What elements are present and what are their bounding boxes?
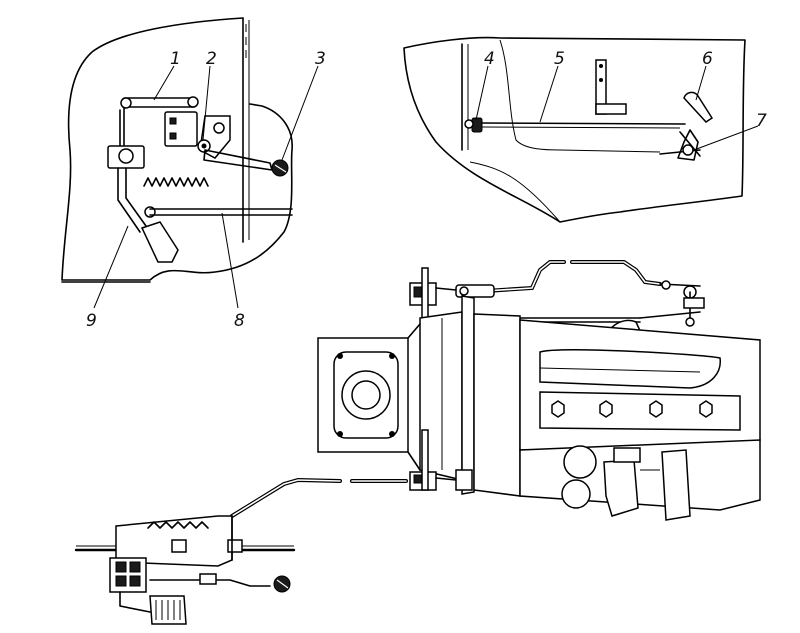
lower-transfer-rod bbox=[230, 477, 408, 518]
linkage-rod bbox=[481, 122, 686, 125]
cab-linkage-view bbox=[403, 36, 759, 223]
callout-2: 2 bbox=[206, 49, 217, 69]
callout-1: 1 bbox=[170, 49, 181, 69]
leader-3 bbox=[281, 65, 319, 161]
throttle-rod-upper bbox=[203, 149, 289, 177]
callout-5: 5 bbox=[554, 49, 565, 69]
cab-pedal-view bbox=[61, 17, 319, 309]
accelerator-pedal bbox=[107, 145, 179, 263]
engine-linkage-view bbox=[74, 260, 761, 625]
upper-lever bbox=[119, 96, 199, 151]
hand-throttle-lever bbox=[683, 91, 714, 123]
frame-bracket-bottom bbox=[409, 429, 473, 491]
callout-labels: 1 2 3 4 5 6 7 8 9 bbox=[86, 49, 767, 331]
wall-bracket bbox=[595, 59, 627, 115]
engine-block bbox=[473, 313, 761, 521]
accelerator-rod bbox=[149, 208, 293, 216]
gearbox-housing bbox=[317, 323, 421, 471]
callout-9: 9 bbox=[86, 311, 97, 331]
linkage-pivot bbox=[659, 129, 701, 161]
callout-8: 8 bbox=[234, 311, 245, 331]
callout-7: 7 bbox=[756, 111, 767, 131]
leader-7 bbox=[693, 125, 759, 151]
cab-linkage-panel-edge bbox=[499, 39, 661, 153]
callout-6: 6 bbox=[702, 49, 713, 69]
callout-4: 4 bbox=[484, 49, 495, 69]
cab-linkage-outline bbox=[403, 36, 746, 223]
leader-2 bbox=[202, 65, 211, 141]
leader-4 bbox=[475, 65, 489, 121]
callout-3: 3 bbox=[315, 49, 326, 69]
upper-transfer-rod bbox=[455, 260, 705, 327]
pedal-bracket bbox=[164, 111, 231, 159]
rod-end-joint bbox=[464, 117, 483, 133]
leader-9 bbox=[93, 225, 129, 309]
leader-8 bbox=[221, 212, 239, 309]
cab-linkage-lower-edge bbox=[469, 161, 561, 223]
lower-pedal-assembly bbox=[74, 515, 296, 625]
leader-6 bbox=[695, 65, 707, 101]
return-spring bbox=[143, 177, 209, 187]
cab-panel-outline bbox=[61, 17, 293, 281]
leader-1 bbox=[153, 65, 175, 101]
leader-5 bbox=[539, 65, 559, 123]
